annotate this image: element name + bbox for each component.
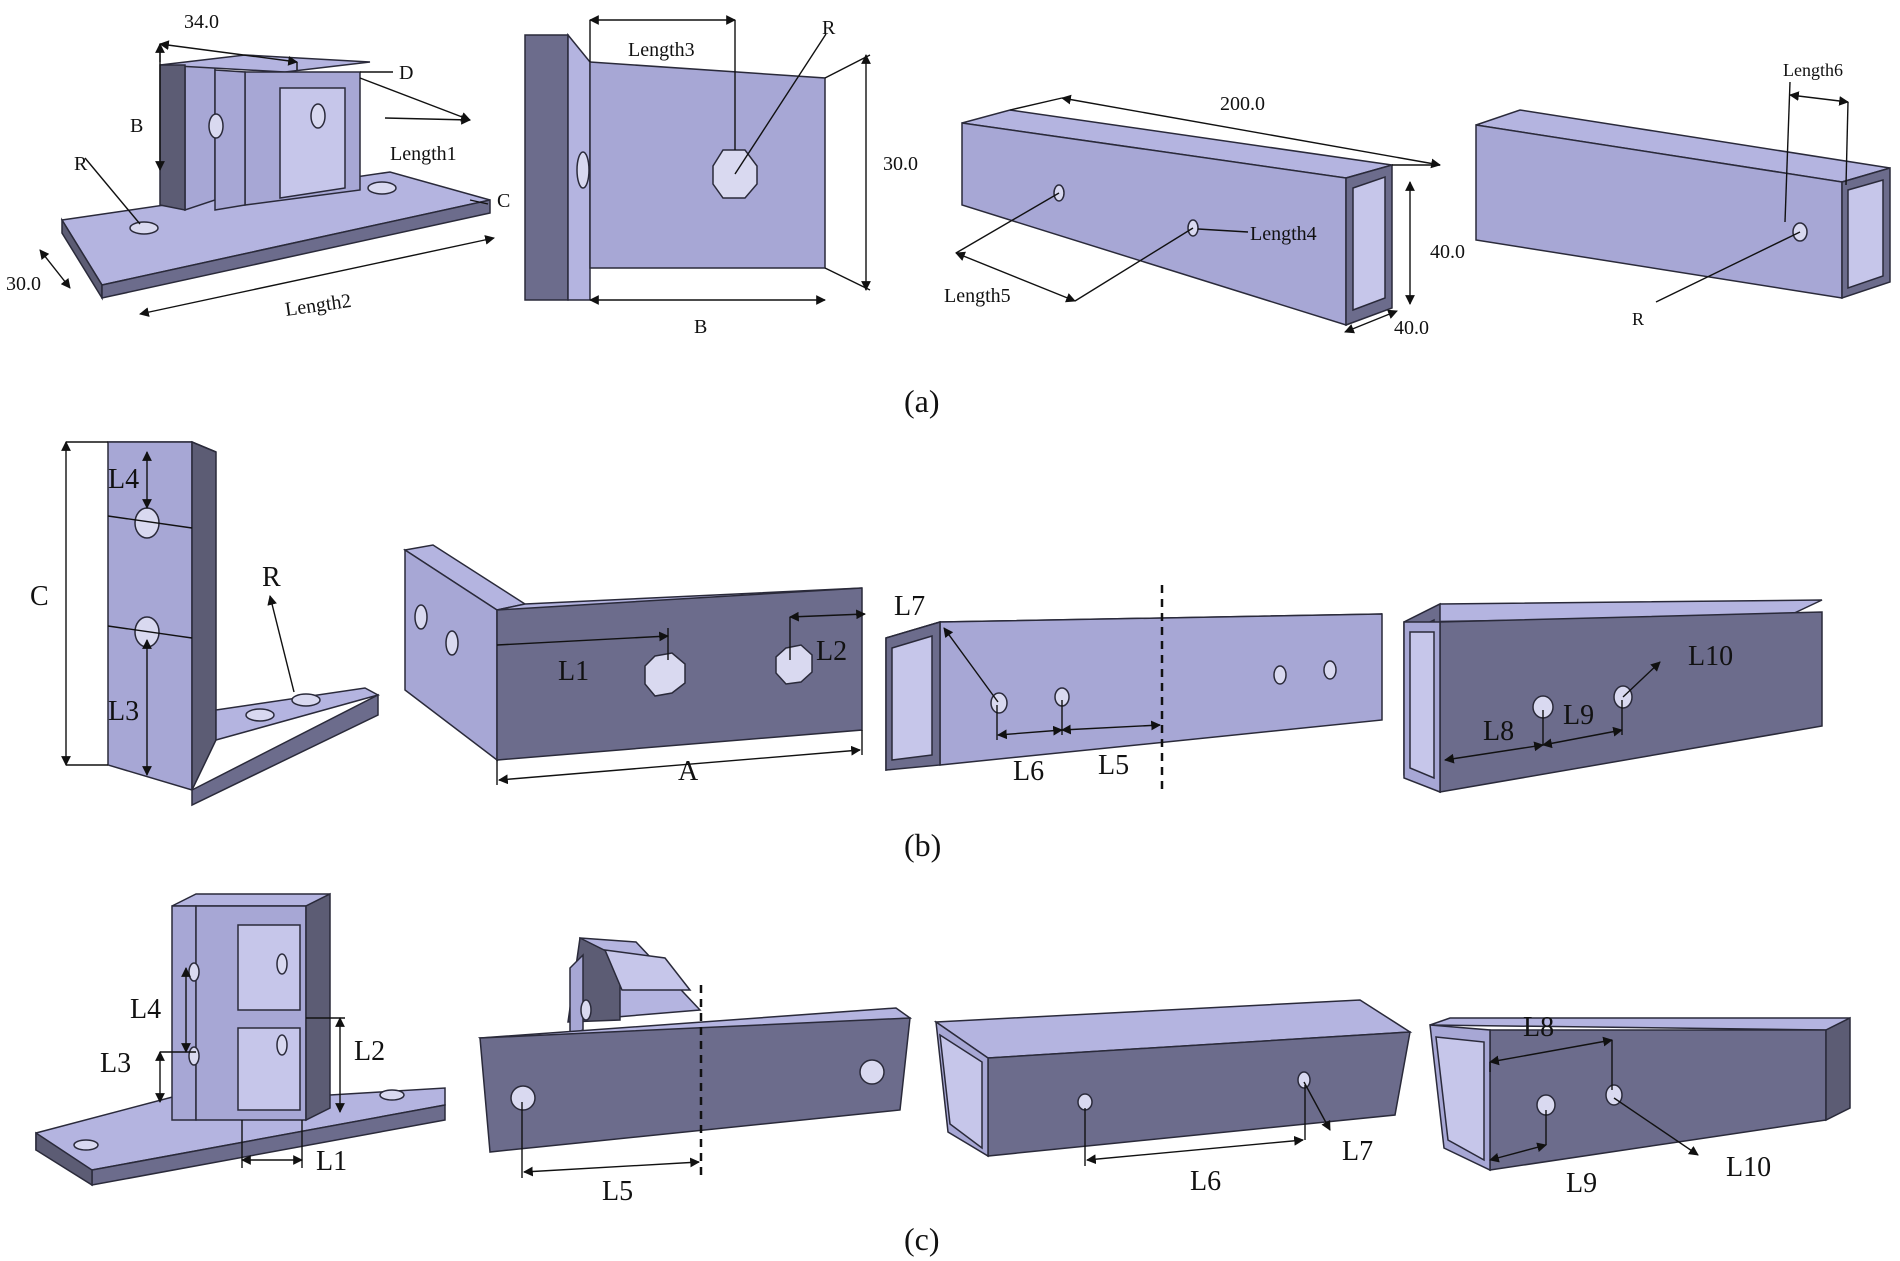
label-l3: L3 (108, 696, 139, 727)
part-b4-tube: L10 L8 L9 (1403, 599, 1823, 794)
label-a: A (678, 756, 699, 787)
label-l7: L7 (894, 591, 925, 622)
label-b: B (694, 316, 707, 338)
label-l5: L5 (1098, 750, 1129, 781)
dim-length-label: 200.0 (1220, 93, 1265, 115)
part-a4-tube: Length6 R (1475, 60, 1891, 329)
label-l9: L9 (1566, 1168, 1597, 1199)
label-l1: L1 (558, 656, 589, 687)
label-length6: Length6 (1783, 60, 1843, 80)
label-l10: L10 (1688, 641, 1733, 672)
part-c4-tube: L8 L9 L10 (1429, 1012, 1851, 1199)
label-l2: L2 (816, 636, 847, 667)
label-c: C (30, 581, 49, 612)
label-l3: L3 (100, 1048, 131, 1079)
label-length1: Length1 (390, 143, 457, 165)
label-l2: L2 (354, 1036, 385, 1067)
row-c: L4 L3 L2 L1 L5 (35, 892, 1851, 1257)
label-l1: L1 (316, 1146, 347, 1177)
label-l8: L8 (1523, 1012, 1554, 1043)
part-c2-ribbed-bar: L5 (477, 936, 913, 1207)
part-b3-tube: L7 L6 L5 (885, 585, 1383, 790)
label-length4: Length4 (1250, 223, 1317, 245)
label-l6: L6 (1190, 1166, 1221, 1197)
label-d: D (399, 62, 413, 84)
part-a3-long-tube: 200.0 Length4 40.0 40.0 Length5 (944, 93, 1465, 339)
dim-height-label: 30.0 (883, 153, 918, 175)
part-c1-t-bracket: L4 L3 L2 L1 (35, 892, 446, 1187)
caption-b: (b) (904, 827, 941, 863)
part-a1-t-bracket: 34.0 B D Length1 C R 30.0 Length2 (6, 11, 510, 321)
label-r: R (262, 562, 281, 593)
label-length2: Length2 (284, 290, 353, 321)
label-r: R (822, 17, 836, 39)
row-b: L4 C R L3 L1 L2 A (30, 440, 1823, 863)
label-l10: L10 (1726, 1152, 1771, 1183)
dim-width-label: 40.0 (1394, 317, 1429, 339)
label-l9: L9 (1563, 700, 1594, 731)
part-b1-l-bracket: L4 C R L3 (30, 440, 380, 807)
label-l5: L5 (602, 1176, 633, 1207)
part-b2-angle-bar: L1 L2 A (403, 544, 866, 787)
label-r: R (74, 153, 88, 175)
dim-width-label: 34.0 (184, 11, 219, 33)
label-l4: L4 (108, 464, 139, 495)
label-c: C (497, 190, 510, 212)
part-c3-tube: L6 L7 (933, 999, 1413, 1197)
label-l6: L6 (1013, 756, 1044, 787)
label-l7: L7 (1342, 1136, 1373, 1167)
label-length3: Length3 (628, 39, 695, 61)
label-l4: L4 (130, 994, 161, 1025)
part-a2-angle-plate: Length3 R 30.0 B (524, 15, 918, 338)
caption-a: (a) (904, 383, 940, 419)
dim-height-label: 40.0 (1430, 241, 1465, 263)
label-l8: L8 (1483, 716, 1514, 747)
label-length5: Length5 (944, 285, 1011, 307)
label-b: B (130, 115, 143, 137)
label-r: R (1632, 309, 1644, 329)
row-a: 34.0 B D Length1 C R 30.0 Length2 Length… (6, 11, 1891, 419)
caption-c: (c) (904, 1221, 940, 1257)
dim-depth-label: 30.0 (6, 273, 41, 295)
